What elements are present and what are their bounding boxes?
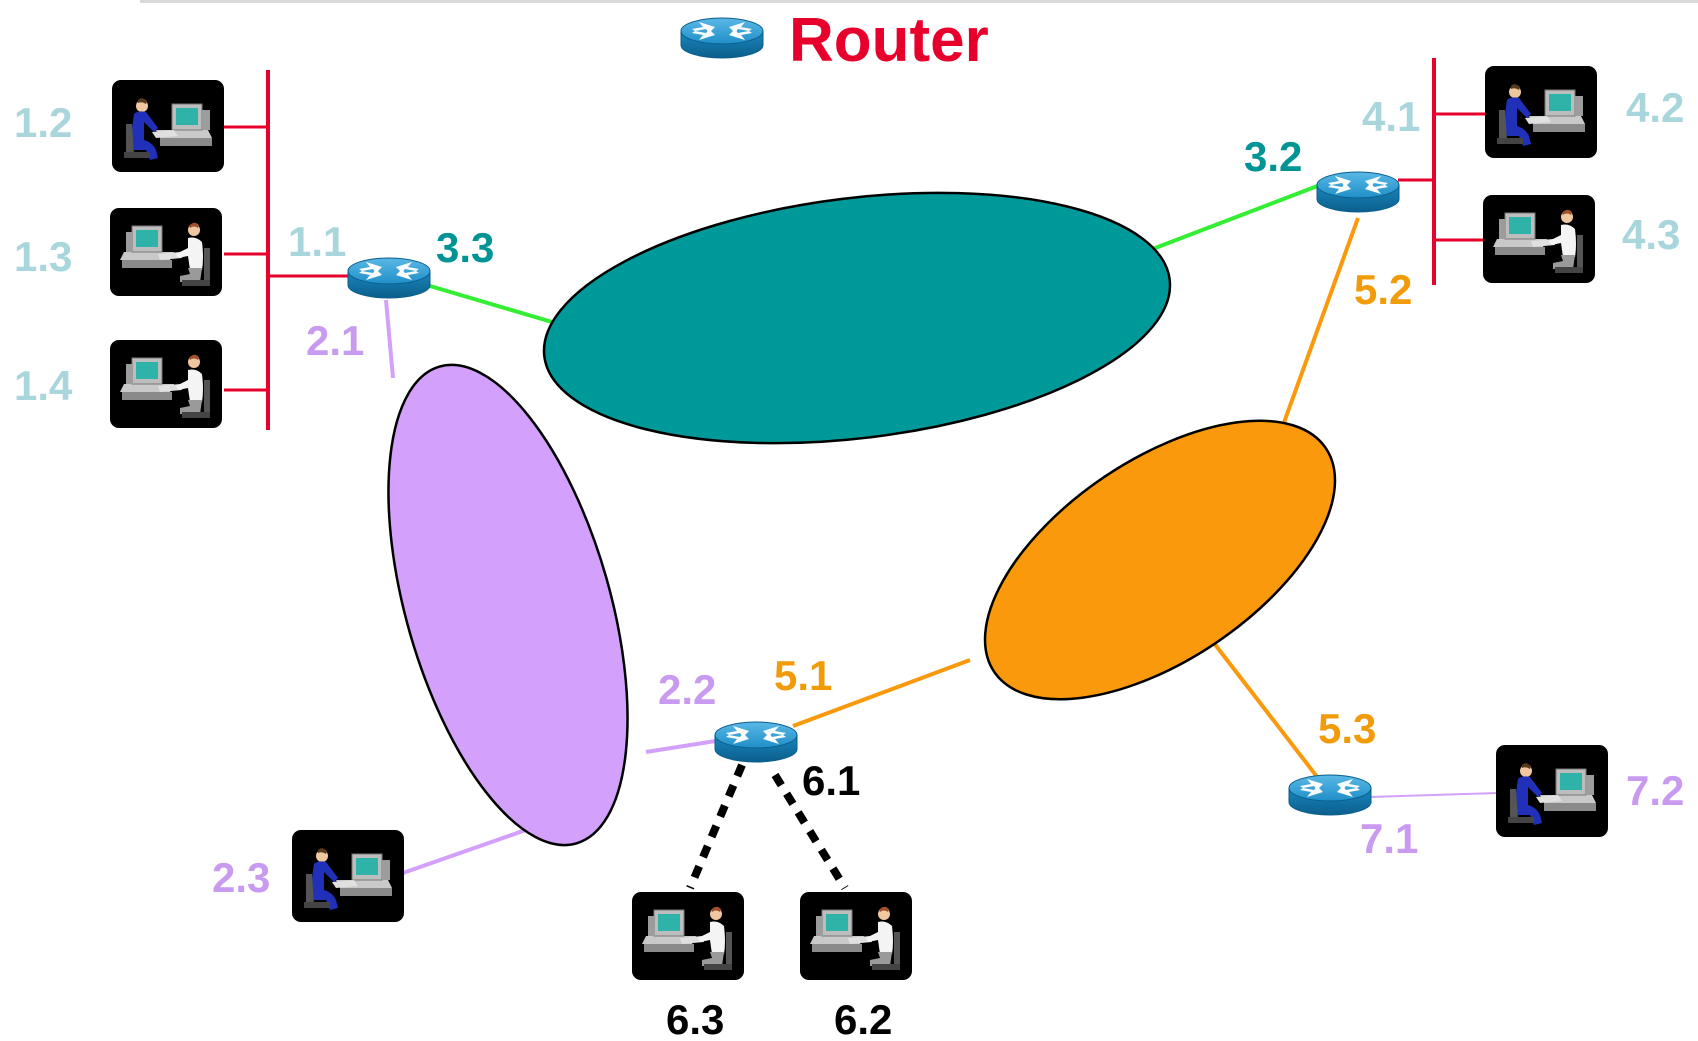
router-a-icon bbox=[347, 257, 431, 299]
link-7 bbox=[1369, 792, 1499, 798]
workstation-4-3-icon bbox=[1482, 194, 1596, 284]
link-5-2 bbox=[1280, 217, 1360, 429]
workstation-7-2-icon bbox=[1495, 744, 1609, 838]
address-label: 4.2 bbox=[1626, 84, 1684, 131]
workstation-1-3-icon bbox=[109, 207, 223, 297]
address-label: 1.3 bbox=[14, 233, 72, 280]
network-2-cloud bbox=[387, 363, 629, 847]
title-router-icon bbox=[680, 17, 764, 59]
top-divider bbox=[140, 0, 1698, 3]
address-label: 1.2 bbox=[14, 99, 72, 146]
address-label: 2.1 bbox=[306, 317, 364, 364]
workstation-1-4-icon bbox=[109, 339, 223, 429]
router-d-icon bbox=[1288, 774, 1372, 816]
title-label: Router bbox=[789, 6, 989, 75]
address-label: 7.1 bbox=[1360, 815, 1418, 862]
address-label: 6.3 bbox=[666, 996, 724, 1041]
address-label: 2.2 bbox=[658, 666, 716, 713]
address-label: 5.2 bbox=[1354, 266, 1412, 313]
workstation-2-3-icon bbox=[291, 829, 405, 923]
address-label: 1.4 bbox=[14, 362, 73, 409]
address-label: 4.3 bbox=[1622, 211, 1680, 258]
address-label: 5.3 bbox=[1318, 705, 1376, 752]
address-label: 3.2 bbox=[1244, 133, 1302, 180]
router-c-icon bbox=[714, 721, 798, 763]
link-6-3 bbox=[686, 763, 746, 890]
link-5-1 bbox=[792, 658, 971, 728]
link-6-2 bbox=[771, 772, 849, 891]
network-5-cloud bbox=[983, 419, 1337, 701]
link-5-3 bbox=[1208, 636, 1320, 780]
address-label: 1.1 bbox=[288, 218, 346, 265]
network-4-bus bbox=[1398, 58, 1485, 285]
address-label: 3.3 bbox=[436, 224, 494, 271]
network-1-bus bbox=[224, 70, 350, 430]
link-3-2 bbox=[1149, 183, 1321, 252]
workstation-6-2-icon bbox=[799, 891, 913, 981]
address-label: 2.3 bbox=[212, 854, 270, 901]
link-2-1 bbox=[384, 299, 395, 379]
link-3-3 bbox=[429, 284, 553, 324]
workstation-4-2-icon bbox=[1484, 65, 1598, 159]
workstation-6-3-icon bbox=[631, 891, 745, 981]
links bbox=[384, 183, 1499, 891]
workstation-1-2-icon bbox=[111, 79, 225, 173]
address-label: 4.1 bbox=[1362, 93, 1420, 140]
address-label: 6.1 bbox=[802, 757, 860, 804]
address-label: 7.2 bbox=[1626, 767, 1684, 814]
address-label: 5.1 bbox=[774, 652, 832, 699]
router-b-icon bbox=[1316, 171, 1400, 213]
address-label: 6.2 bbox=[834, 996, 892, 1041]
network-3-cloud bbox=[542, 191, 1172, 445]
link-2-2 bbox=[645, 738, 723, 754]
